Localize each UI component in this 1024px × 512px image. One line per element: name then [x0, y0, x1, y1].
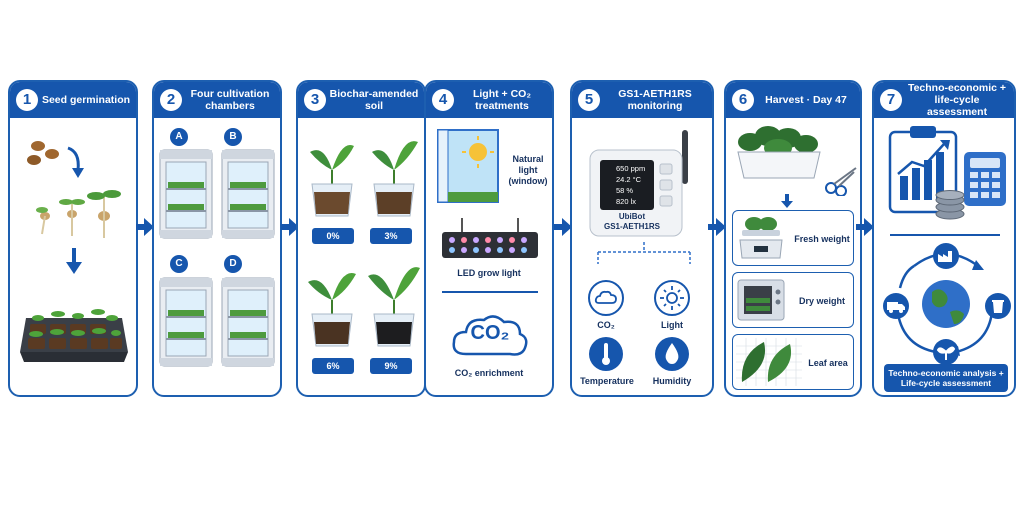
- step-number: 7: [880, 89, 902, 111]
- seed-icon: [20, 134, 130, 244]
- droplet-icon: [654, 336, 690, 372]
- leaf-icon: [736, 338, 802, 386]
- factory-icon: [932, 242, 960, 270]
- truck-icon: [882, 292, 910, 320]
- level-badge: 9%: [370, 358, 412, 374]
- grow-cabinet-icon: [158, 148, 278, 243]
- reading-light: 820 lx: [616, 197, 637, 206]
- step-title: Four cultivation chambers: [190, 88, 270, 112]
- step-number: 1: [16, 89, 38, 111]
- grow-cabinet-icon: [158, 276, 278, 371]
- chamber-badge-b: B: [224, 128, 242, 146]
- sensor-label: Temperature: [580, 376, 634, 386]
- step-title: Biochar-amended soil: [329, 88, 419, 112]
- step-number: 2: [160, 89, 182, 111]
- step-number: 5: [578, 89, 600, 111]
- flow-arrow: [136, 218, 154, 236]
- measure-label: Leaf area: [808, 358, 848, 368]
- measure-box: [732, 210, 854, 266]
- step-title: Seed germination: [41, 94, 131, 106]
- seedling-tray-icon: [16, 278, 132, 364]
- sun-icon: [654, 280, 690, 316]
- divider: [442, 291, 538, 293]
- natural-light-label: Natural light (window): [508, 154, 548, 186]
- step-3-panel: 3 Biochar-amended soil 0% 3%: [296, 80, 426, 397]
- device-brand: UbiBot: [618, 212, 646, 221]
- divider: [890, 234, 1000, 236]
- co2-cloud-text: CO₂: [470, 322, 510, 344]
- chamber-badge-d: D: [224, 255, 242, 273]
- sensor-label: CO₂: [597, 320, 615, 330]
- step-header: 7 Techno-economic + life-cycle assessmen…: [874, 82, 1014, 118]
- sensor-label: Humidity: [652, 376, 692, 386]
- step-header: 2 Four cultivation chambers: [154, 82, 280, 118]
- pot-icon: [302, 130, 424, 220]
- step-header: 6 Harvest · Day 47: [726, 82, 860, 118]
- measure-label: Dry weight: [798, 296, 845, 306]
- flow-arrow: [281, 218, 299, 236]
- step-header: 1 Seed germination: [10, 82, 136, 118]
- arrow-down-icon: [781, 194, 793, 208]
- step-title: GS1-AETH1RS monitoring: [618, 88, 692, 112]
- co2-cloud-icon: [450, 310, 530, 360]
- window-sun-icon: [436, 128, 502, 204]
- scissors-icon: [824, 166, 858, 196]
- step-title: Light + CO₂ treatments: [472, 88, 532, 112]
- step-5-panel: 5 GS1-AETH1RS monitoring 650 ppm 24.2 °C…: [570, 80, 714, 397]
- flow-arrow: [708, 218, 726, 236]
- arrow-down-icon: [66, 248, 82, 274]
- sensor-device-icon: [586, 126, 702, 238]
- step-number: 4: [432, 89, 454, 111]
- flow-arrow: [554, 218, 572, 236]
- step-4-panel: 4 Light + CO₂ treatments Natural light (…: [424, 80, 554, 397]
- flow-arrow: [856, 218, 874, 236]
- pot-icon: [302, 258, 424, 350]
- led-panel-icon: [438, 218, 542, 270]
- crate-icon: [734, 122, 824, 184]
- level-badge: 6%: [312, 358, 354, 374]
- coins-icon: [934, 190, 966, 220]
- device-model: GS1-AETH1RS: [603, 222, 660, 231]
- measure-box: [732, 272, 854, 328]
- oven-icon: [736, 276, 786, 324]
- thermometer-icon: [588, 336, 624, 372]
- chamber-badge-a: A: [170, 128, 188, 146]
- step-title: Harvest · Day 47: [765, 94, 847, 106]
- led-grow-light-label: LED grow light: [457, 268, 521, 278]
- footer-label: Techno-economic analysis + Life-cycle as…: [888, 368, 1004, 388]
- reading-humidity: 58 %: [616, 186, 634, 195]
- step-header: 3 Biochar-amended soil: [298, 82, 424, 118]
- lifecycle-ring-icon: [884, 242, 1008, 362]
- step-6-panel: 6 Harvest · Day 47 Fresh weight Dry weig…: [724, 80, 862, 397]
- step-number: 3: [304, 89, 326, 111]
- reading-temperature: 24.2 °C: [616, 175, 642, 184]
- step-header: 4 Light + CO₂ treatments: [426, 82, 552, 118]
- step-1-panel: 1 Seed germination: [8, 80, 138, 397]
- calculator-icon: [962, 150, 1008, 208]
- level-badge: 0%: [312, 228, 354, 244]
- sensor-label: Light: [661, 320, 683, 330]
- measure-box: [732, 334, 854, 390]
- step-header: 5 GS1-AETH1RS monitoring: [572, 82, 712, 118]
- step-2-panel: 2 Four cultivation chambers A B C D: [152, 80, 282, 397]
- step-title: Techno-economic + life-cycle assessment: [907, 82, 1007, 118]
- level-badge: 3%: [370, 228, 412, 244]
- plant-icon: [932, 338, 960, 366]
- reading-co2: 650 ppm: [616, 164, 646, 173]
- cloud-icon: [588, 280, 624, 316]
- co2-enrichment-label: CO₂ enrichment: [454, 368, 524, 378]
- recycle-icon: [984, 292, 1012, 320]
- scale-icon: [736, 214, 786, 262]
- step-number: 6: [732, 89, 754, 111]
- measure-label: Fresh weight: [794, 234, 850, 244]
- connector-lines: [592, 242, 696, 266]
- step-7-panel: 7 Techno-economic + life-cycle assessmen…: [872, 80, 1016, 397]
- chamber-badge-c: C: [170, 255, 188, 273]
- assessment-footer: Techno-economic analysis + Life-cycle as…: [884, 364, 1008, 392]
